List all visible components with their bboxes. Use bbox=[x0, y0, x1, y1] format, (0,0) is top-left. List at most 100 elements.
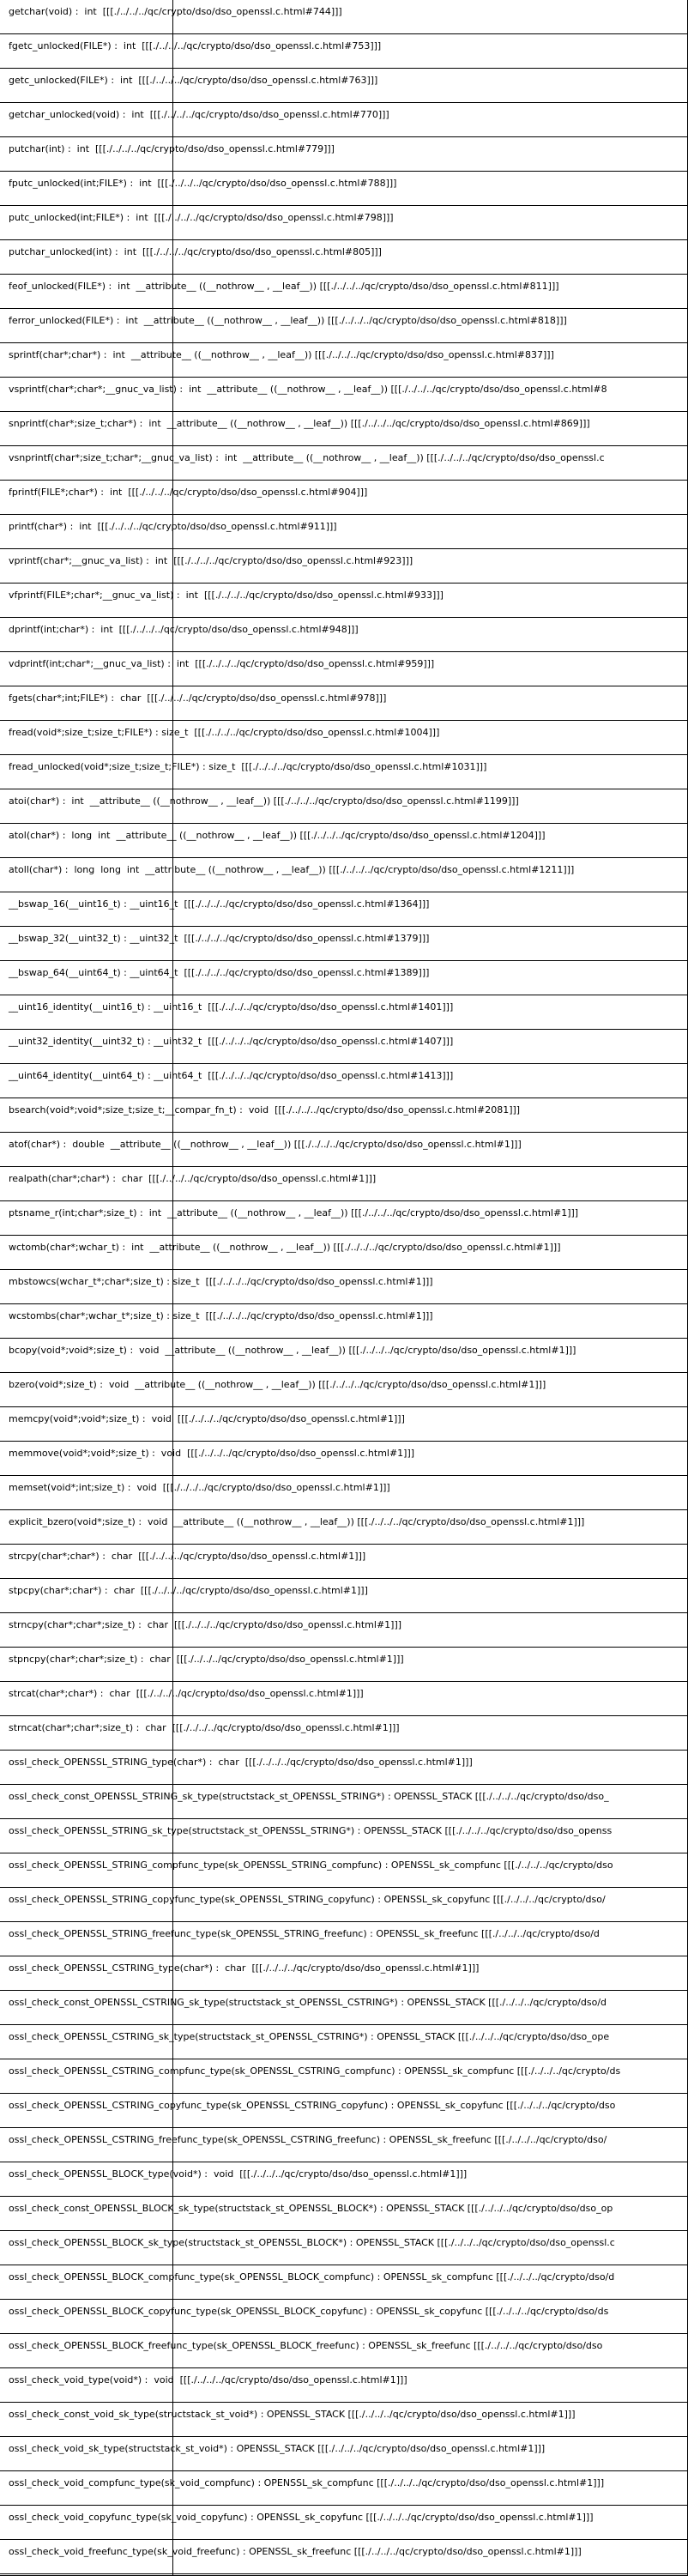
function-entry: strcpy(char*;char*) : char [[[./../../..… bbox=[0, 1545, 687, 1579]
function-signature: __uint64_identity(__uint64_t) : __uint64… bbox=[9, 1070, 454, 1081]
function-entry: ossl_check_void_compfunc_type(sk_void_co… bbox=[0, 2471, 687, 2506]
function-signature: ossl_check_OPENSSL_STRING_compfunc_type(… bbox=[9, 1859, 613, 1871]
function-entry: memcpy(void*;void*;size_t) : void [[[./.… bbox=[0, 1407, 687, 1442]
function-signature: fgets(char*;int;FILE*) : char [[[./../..… bbox=[9, 692, 387, 704]
function-signature: ossl_check_OPENSSL_STRING_type(char*) : … bbox=[9, 1757, 473, 1768]
function-entry: fread_unlocked(void*;size_t;size_t;FILE*… bbox=[0, 755, 687, 789]
function-signature: vfprintf(FILE*;char*;__gnuc_va_list) : i… bbox=[9, 590, 444, 601]
function-signature: ossl_check_const_OPENSSL_STRING_sk_type(… bbox=[9, 1791, 609, 1802]
function-signature: memset(void*;int;size_t) : void [[[./../… bbox=[9, 1482, 390, 1493]
function-signature: vsprintf(char*;char*;__gnuc_va_list) : i… bbox=[9, 384, 607, 395]
function-signature: ossl_check_OPENSSL_STRING_sk_type(struct… bbox=[9, 1825, 613, 1836]
function-signature: feof_unlocked(FILE*) : int __attribute__… bbox=[9, 281, 559, 292]
function-signature: ferror_unlocked(FILE*) : int __attribute… bbox=[9, 315, 567, 326]
function-signature: ptsname_r(int;char*;size_t) : int __attr… bbox=[9, 1207, 579, 1218]
function-signature: bzero(void*;size_t) : void __attribute__… bbox=[9, 1379, 546, 1390]
function-signature: atol(char*) : long int __attribute__ ((_… bbox=[9, 830, 546, 841]
function-entry: wctomb(char*;wchar_t) : int __attribute_… bbox=[0, 1236, 687, 1270]
function-signature: dprintf(int;char*) : int [[[./../../../q… bbox=[9, 624, 359, 635]
function-entry: getc_unlocked(FILE*) : int [[[./../../..… bbox=[0, 69, 687, 103]
function-entry: snprintf(char*;size_t;char*) : int __att… bbox=[0, 412, 687, 446]
function-signature: ossl_check_OPENSSL_CSTRING_compfunc_type… bbox=[9, 2065, 621, 2077]
function-signature: ossl_check_OPENSSL_BLOCK_freefunc_type(s… bbox=[9, 2340, 603, 2351]
function-entry: fputc_unlocked(int;FILE*) : int [[[./../… bbox=[0, 172, 687, 206]
function-entry: strncpy(char*;char*;size_t) : char [[[./… bbox=[0, 1613, 687, 1648]
function-signature: atof(char*) : double __attribute__ ((__n… bbox=[9, 1139, 522, 1150]
function-signature: getchar(void) : int [[[./../../../qc/cry… bbox=[9, 6, 342, 17]
function-signature: strncat(char*;char*;size_t) : char [[[./… bbox=[9, 1722, 400, 1733]
function-entry: realpath(char*;char*) : char [[[./../../… bbox=[0, 1167, 687, 1201]
function-entry: ossl_check_OPENSSL_CSTRING_compfunc_type… bbox=[0, 2059, 687, 2094]
function-entry: vfprintf(FILE*;char*;__gnuc_va_list) : i… bbox=[0, 584, 687, 618]
function-signature: strcpy(char*;char*) : char [[[./../../..… bbox=[9, 1551, 366, 1562]
function-entry: ossl_check_void_sk_type(structstack_st_v… bbox=[0, 2437, 687, 2471]
function-entry: printf(char*) : int [[[./../../../qc/cry… bbox=[0, 515, 687, 549]
function-entry: ossl_check_const_OPENSSL_BLOCK_sk_type(s… bbox=[0, 2197, 687, 2231]
function-signature: __bswap_32(__uint32_t) : __uint32_t [[[.… bbox=[9, 933, 430, 944]
function-signature: vprintf(char*;__gnuc_va_list) : int [[[.… bbox=[9, 555, 413, 566]
function-entry: ossl_check_OPENSSL_STRING_freefunc_type(… bbox=[0, 1922, 687, 1956]
function-signature: fputc_unlocked(int;FILE*) : int [[[./../… bbox=[9, 178, 397, 189]
function-signature: ossl_check_void_compfunc_type(sk_void_co… bbox=[9, 2477, 605, 2488]
function-signature: __uint32_identity(__uint32_t) : __uint32… bbox=[9, 1036, 454, 1047]
function-signature: mbstowcs(wchar_t*;char*;size_t) : size_t… bbox=[9, 1276, 433, 1287]
function-entry: __bswap_64(__uint64_t) : __uint64_t [[[.… bbox=[0, 961, 687, 995]
function-signature: putchar_unlocked(int) : int [[[./../../.… bbox=[9, 246, 382, 257]
function-entry: __uint16_identity(__uint16_t) : __uint16… bbox=[0, 995, 687, 1030]
function-signature: ossl_check_const_OPENSSL_CSTRING_sk_type… bbox=[9, 1997, 607, 2008]
function-entry: bcopy(void*;void*;size_t) : void __attri… bbox=[0, 1339, 687, 1373]
function-entry: ossl_check_OPENSSL_STRING_type(char*) : … bbox=[0, 1751, 687, 1785]
function-signature: fprintf(FILE*;char*) : int [[[./../../..… bbox=[9, 487, 368, 498]
function-entry: explicit_bzero(void*;size_t) : void __at… bbox=[0, 1510, 687, 1545]
column-divider bbox=[172, 0, 173, 2575]
function-entry: __uint64_identity(__uint64_t) : __uint64… bbox=[0, 1064, 687, 1098]
function-signature: putc_unlocked(int;FILE*) : int [[[./../.… bbox=[9, 212, 394, 223]
function-entry: getchar(void) : int [[[./../../../qc/cry… bbox=[0, 0, 687, 34]
function-signature: memmove(void*;void*;size_t) : void [[[./… bbox=[9, 1448, 415, 1459]
function-signature: ossl_check_const_OPENSSL_BLOCK_sk_type(s… bbox=[9, 2203, 613, 2214]
function-entry: fread(void*;size_t;size_t;FILE*) : size_… bbox=[0, 721, 687, 755]
function-entry: ossl_check_OPENSSL_CSTRING_copyfunc_type… bbox=[0, 2094, 687, 2128]
function-entry: putchar(int) : int [[[./../../../qc/cryp… bbox=[0, 137, 687, 172]
function-entry: ossl_check_void_type(void*) : void [[[./… bbox=[0, 2368, 687, 2403]
function-signature: fread(void*;size_t;size_t;FILE*) : size_… bbox=[9, 727, 440, 738]
function-signature: fread_unlocked(void*;size_t;size_t;FILE*… bbox=[9, 761, 487, 772]
function-entry: putc_unlocked(int;FILE*) : int [[[./../.… bbox=[0, 206, 687, 240]
function-signature: putchar(int) : int [[[./../../../qc/cryp… bbox=[9, 143, 335, 154]
function-signature: memcpy(void*;void*;size_t) : void [[[./.… bbox=[9, 1413, 405, 1424]
function-entry: ossl_check_OPENSSL_BLOCK_sk_type(structs… bbox=[0, 2231, 687, 2265]
function-entry: wcstombs(char*;wchar_t*;size_t) : size_t… bbox=[0, 1304, 687, 1339]
function-entry: atof(char*) : double __attribute__ ((__n… bbox=[0, 1133, 687, 1167]
function-signature: sprintf(char*;char*) : int __attribute__… bbox=[9, 349, 554, 360]
function-signature: ossl_check_void_type(void*) : void [[[./… bbox=[9, 2374, 407, 2386]
function-signature: ossl_check_OPENSSL_CSTRING_freefunc_type… bbox=[9, 2134, 607, 2145]
function-entry: vdprintf(int;char*;__gnuc_va_list) : int… bbox=[0, 652, 687, 686]
function-signature: stpcpy(char*;char*) : char [[[./../../..… bbox=[9, 1585, 368, 1596]
function-signature: ossl_check_OPENSSL_BLOCK_type(void*) : v… bbox=[9, 2168, 468, 2180]
function-signature: __bswap_16(__uint16_t) : __uint16_t [[[.… bbox=[9, 898, 430, 910]
function-signature: ossl_check_const_void_sk_type(structstac… bbox=[9, 2409, 576, 2420]
function-entry: ossl_check_OPENSSL_BLOCK_type(void*) : v… bbox=[0, 2162, 687, 2197]
function-entry: vsprintf(char*;char*;__gnuc_va_list) : i… bbox=[0, 378, 687, 412]
function-entry: mbstowcs(wchar_t*;char*;size_t) : size_t… bbox=[0, 1270, 687, 1304]
function-entry: putchar_unlocked(int) : int [[[./../../.… bbox=[0, 240, 687, 275]
function-entry: ossl_check_OPENSSL_STRING_copyfunc_type(… bbox=[0, 1888, 687, 1922]
function-entry: dprintf(int;char*) : int [[[./../../../q… bbox=[0, 618, 687, 652]
function-signature: wctomb(char*;wchar_t) : int __attribute_… bbox=[9, 1242, 561, 1253]
function-signature: ossl_check_OPENSSL_CSTRING_copyfunc_type… bbox=[9, 2100, 616, 2111]
function-signature: getc_unlocked(FILE*) : int [[[./../../..… bbox=[9, 75, 378, 86]
function-signature: bsearch(void*;void*;size_t;size_t;__comp… bbox=[9, 1104, 521, 1116]
function-entry: stpcpy(char*;char*) : char [[[./../../..… bbox=[0, 1579, 687, 1613]
function-signature: ossl_check_OPENSSL_CSTRING_sk_type(struc… bbox=[9, 2031, 610, 2042]
function-signature: ossl_check_OPENSSL_BLOCK_sk_type(structs… bbox=[9, 2237, 615, 2248]
function-entry: ossl_check_OPENSSL_CSTRING_type(char*) :… bbox=[0, 1956, 687, 1991]
function-entry: ossl_check_OPENSSL_CSTRING_freefunc_type… bbox=[0, 2128, 687, 2162]
function-entry: stpncpy(char*;char*;size_t) : char [[[./… bbox=[0, 1648, 687, 1682]
function-entry: ossl_check_const_OPENSSL_CSTRING_sk_type… bbox=[0, 1991, 687, 2025]
function-entry: strncat(char*;char*;size_t) : char [[[./… bbox=[0, 1716, 687, 1751]
function-signature: snprintf(char*;size_t;char*) : int __att… bbox=[9, 418, 590, 429]
function-signature: ossl_check_OPENSSL_BLOCK_copyfunc_type(s… bbox=[9, 2306, 609, 2317]
function-signature: stpncpy(char*;char*;size_t) : char [[[./… bbox=[9, 1654, 404, 1665]
function-entry: memset(void*;int;size_t) : void [[[./../… bbox=[0, 1476, 687, 1510]
function-entry: __uint32_identity(__uint32_t) : __uint32… bbox=[0, 1030, 687, 1064]
